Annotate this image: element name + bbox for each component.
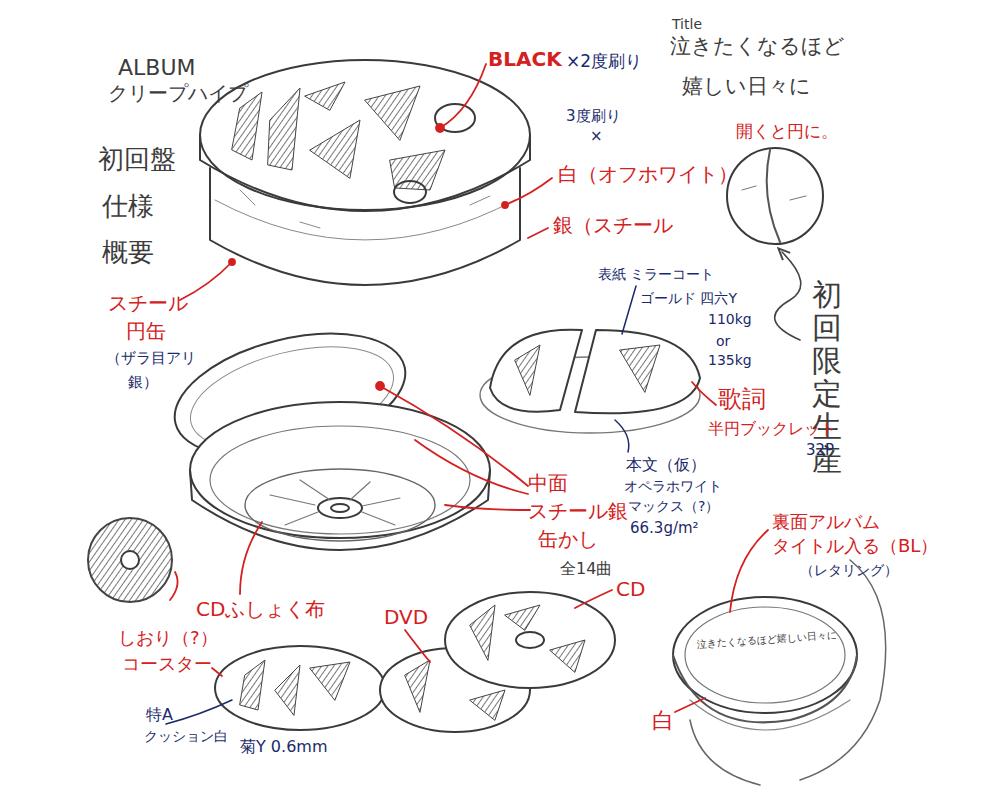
annotation-label: 全14曲 [560, 560, 612, 578]
annotation-label: 菊Y 0.6mm [240, 738, 327, 756]
annotation-label: DVD [384, 606, 428, 629]
annotation-label: 歌詞 [718, 386, 766, 414]
annotation-label: 白 [652, 708, 674, 733]
annotation-label: タイトル入る（BL） [772, 536, 938, 557]
annotation-label: 表紙 ミラーコート [598, 266, 714, 282]
annotation-label: （レタリング） [800, 562, 898, 578]
annotation-label: スチール銀 [528, 500, 628, 523]
annotation-label: 特A [146, 706, 173, 724]
annotation-label: 3度刷り [566, 108, 621, 125]
edition-note: 仕様 [102, 192, 154, 222]
annotation-label: ×2度刷り [566, 52, 642, 72]
annotation-label: オペラホワイト [624, 478, 722, 494]
annotation-label: 泣きたくなるほど [670, 34, 845, 58]
edition-note: 初回盤 [98, 145, 176, 175]
annotation-label: CD [616, 578, 645, 601]
annotation-label: 銀） [128, 374, 158, 391]
annotation-label: マックス（?） [628, 498, 719, 514]
annotation-label: クッション白 [144, 728, 228, 744]
edition-note: 概要 [102, 238, 154, 268]
album-label: ALBUM [118, 55, 195, 80]
annotation-label: × [590, 128, 603, 145]
band-name: クリープハイプ [108, 82, 248, 105]
annotation-label: 嬉しい日々に [682, 74, 811, 98]
annotation-label: CDふしょく布 [196, 598, 325, 621]
annotation-label: 缶かし [538, 528, 598, 551]
annotation-label: 裏面アルバム [772, 512, 880, 533]
annotation-label: 中面 [528, 472, 568, 495]
annotation-label: 110kg [708, 311, 752, 327]
annotation-label: 銀（スチール [553, 214, 673, 237]
annotation-label: ゴールド 四六Y [640, 290, 737, 306]
annotation-label: 円缶 [126, 320, 166, 343]
annotation-label: 66.3g/m² [630, 520, 699, 537]
annotation-label: （ザラ目アリ [106, 350, 196, 367]
annotation-label: 32P [806, 442, 834, 459]
annotation-label: コースター [122, 654, 212, 675]
annotation-label: or [716, 333, 730, 349]
annotation-label: 開くと円に。 [736, 122, 838, 142]
annotation-label: BLACK [488, 48, 562, 71]
annotation-label: しおり（?） [118, 628, 218, 649]
annotation-label: 本文（仮） [626, 456, 706, 474]
annotation-label: Title [672, 16, 702, 32]
annotation-label: 半円ブックレット [708, 420, 836, 438]
annotation-label: 135kg [708, 352, 752, 368]
annotation-label: スチール [108, 292, 188, 315]
annotation-label: 白（オフホワイト） [558, 163, 738, 186]
